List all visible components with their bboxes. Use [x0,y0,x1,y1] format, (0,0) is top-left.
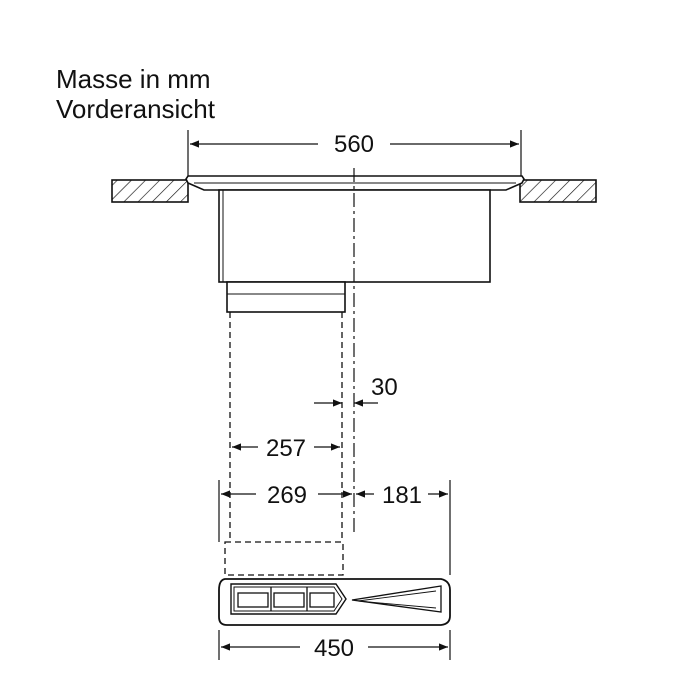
dim-label-269: 269 [267,482,307,509]
subtitle-text: Vorderansicht [56,94,215,124]
duct-connector [226,281,346,313]
dimension-181: 181 [356,482,448,509]
countertop-left [111,179,189,203]
dim-label-450: 450 [314,635,354,662]
dimension-30: 30 [314,374,398,407]
dim-label-30: 30 [371,374,398,401]
dimension-560: 560 [187,130,522,176]
dimension-450: 450 [221,635,448,662]
dim-label-257: 257 [266,435,306,462]
duct-path-dashed [229,312,343,542]
dim-label-560: 560 [334,131,374,158]
base-fan-unit [218,578,451,626]
dashed-box [224,541,344,576]
countertop-right [519,179,597,203]
hob-plate [185,175,525,191]
extension-lines [218,480,451,660]
title-text: Masse in mm [56,64,211,94]
dimension-257: 257 [232,435,340,462]
dimension-269: 269 [221,482,352,509]
dim-label-181: 181 [382,482,422,509]
